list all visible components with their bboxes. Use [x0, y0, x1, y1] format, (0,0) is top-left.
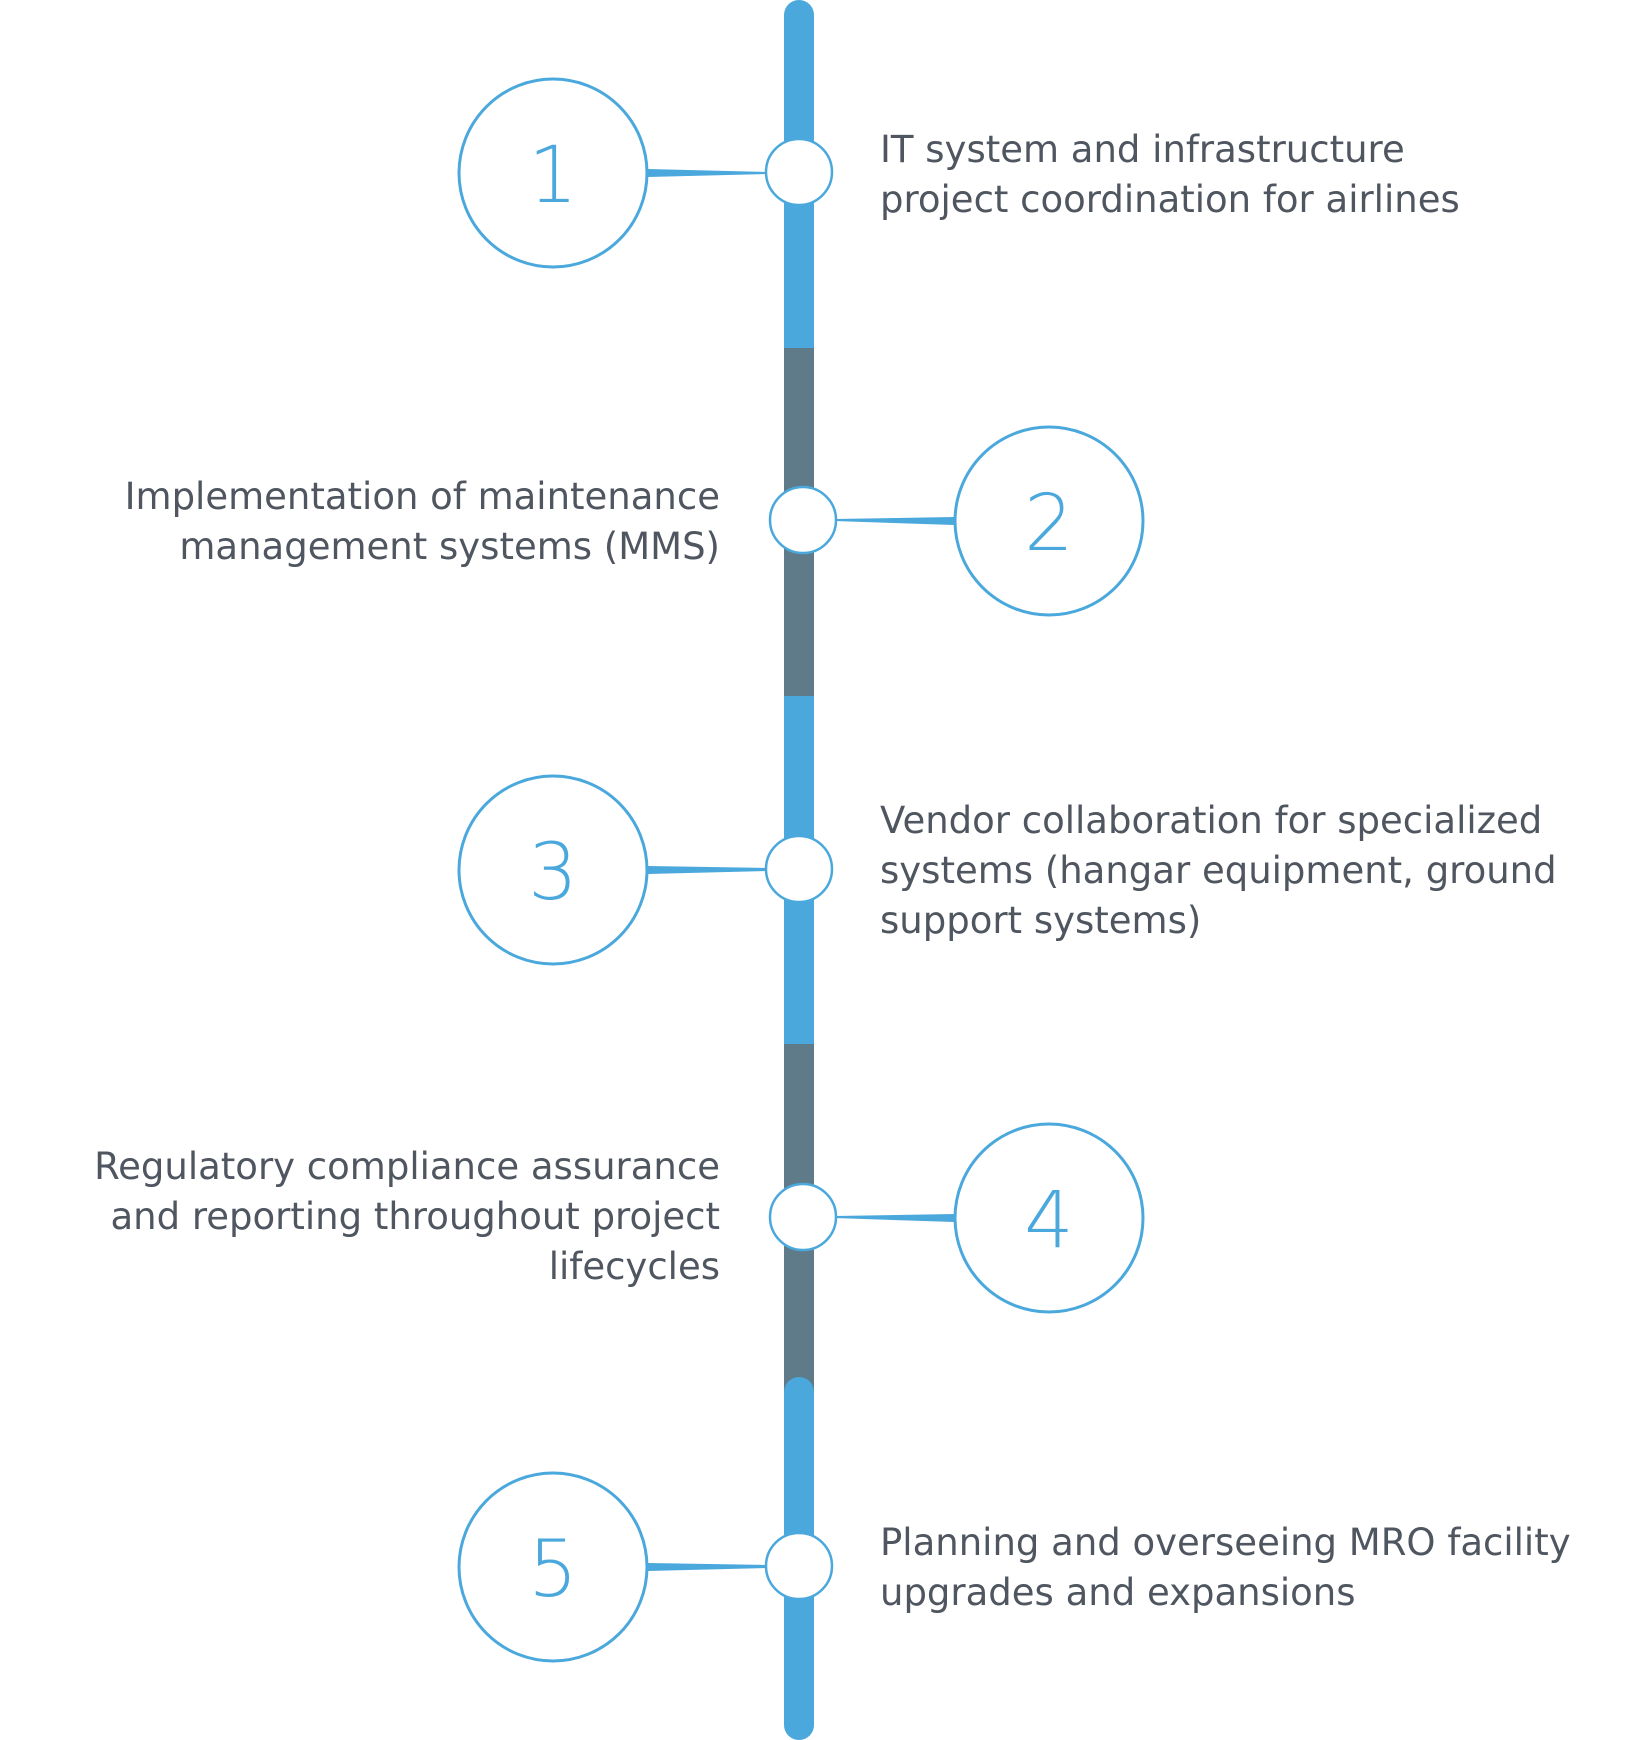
- step-circle-5: [457, 1471, 649, 1663]
- step-label-1: IT system and infrastructure project coo…: [880, 128, 1460, 221]
- step-label-2: Implementation of maintenance management…: [124, 475, 720, 568]
- axis-node-2: [768, 485, 838, 555]
- step-number-2: 2: [1024, 479, 1074, 569]
- step-circle-2: [953, 425, 1145, 617]
- axis-node-5: [764, 1531, 834, 1601]
- step-number-3: 3: [528, 828, 578, 918]
- step-circle-3: [457, 774, 649, 966]
- step-label-4: Regulatory compliance assurance and repo…: [94, 1145, 720, 1288]
- axis-node-3: [764, 834, 834, 904]
- connector-2: [834, 517, 954, 525]
- step-circle-1: [457, 77, 649, 269]
- connector-5: [648, 1563, 768, 1571]
- step-number-1: 1: [528, 131, 578, 221]
- connector-3: [648, 866, 768, 874]
- axis-node-1: [764, 137, 834, 207]
- connector-1: [648, 169, 768, 177]
- step-label-5: Planning and overseeing MRO facility upg…: [880, 1521, 1571, 1614]
- step-number-4: 4: [1024, 1176, 1074, 1266]
- step-number-5: 5: [528, 1525, 578, 1615]
- step-label-3: Vendor collaboration for specialized sys…: [880, 799, 1557, 942]
- connector-4: [834, 1214, 954, 1222]
- axis-node-4: [768, 1182, 838, 1252]
- step-circle-4: [953, 1122, 1145, 1314]
